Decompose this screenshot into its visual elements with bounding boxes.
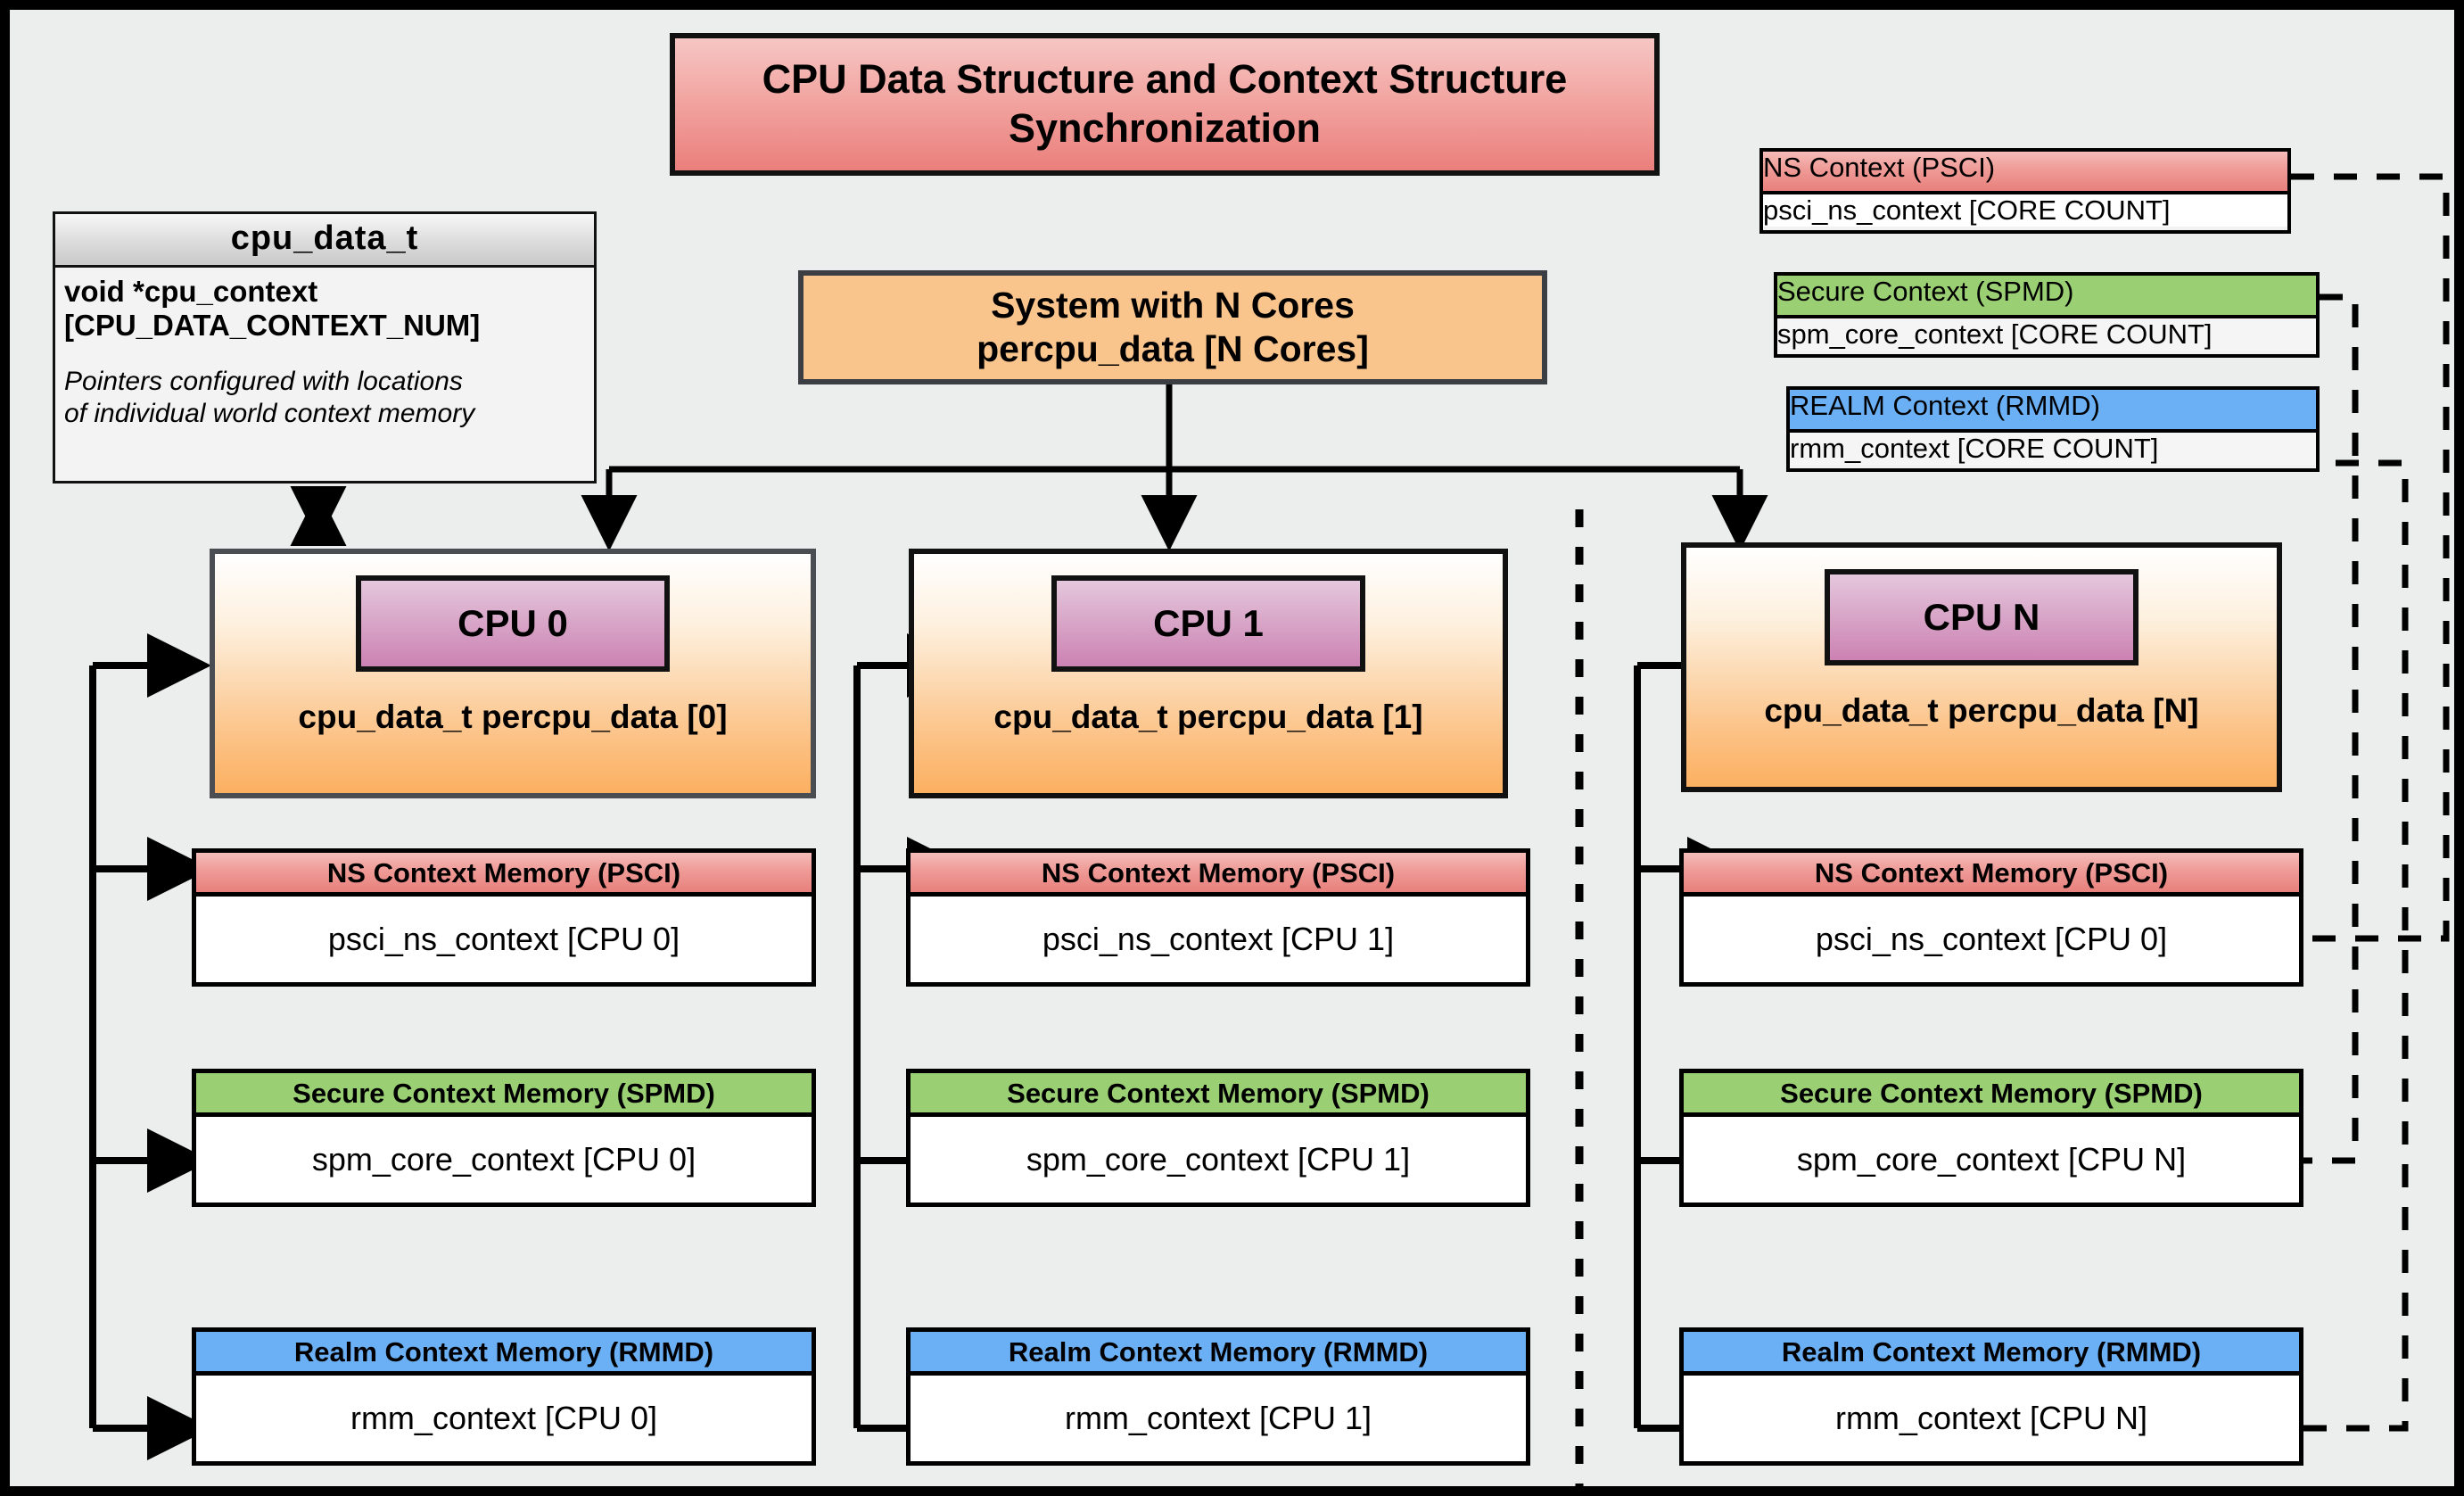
cpu-percpu-label-n: cpu_data_t percpu_data [N] (1764, 692, 2199, 729)
cpu-card-0: CPU 0 cpu_data_t percpu_data [0] (210, 549, 816, 798)
cpu-card-n: CPU N cpu_data_t percpu_data [N] (1681, 542, 2282, 792)
system-n-cores-box: System with N Cores percpu_data [N Cores… (798, 270, 1547, 384)
global-context-header-realm: REALM Context (RMMD) (1790, 390, 2316, 433)
global-context-card-realm: REALM Context (RMMD) rmm_context [CORE C… (1786, 386, 2320, 472)
system-to-cpus-bus (581, 384, 1768, 551)
context-card-cpu1-ns: NS Context Memory (PSCI) psci_ns_context… (906, 848, 1530, 987)
global-context-value-ns: psci_ns_context [CORE COUNT] (1763, 194, 2287, 227)
context-card-cpu0-ns: NS Context Memory (PSCI) psci_ns_context… (192, 848, 816, 987)
context-card-cpuN-ns: NS Context Memory (PSCI) psci_ns_context… (1679, 848, 2303, 987)
global-realm-to-cpuN-realm-link (2293, 459, 2409, 1432)
context-value-cpu0-secure: spm_core_context [CPU 0] (311, 1141, 696, 1178)
context-value-cpuN-ns: psci_ns_context [CPU 0] (1815, 921, 2168, 957)
context-header-cpuN-realm: Realm Context Memory (RMMD) (1684, 1332, 2299, 1376)
cpu-chip-1: CPU 1 (1051, 575, 1365, 672)
cpu-card-1: CPU 1 cpu_data_t percpu_data [1] (909, 549, 1508, 798)
struct-note-line-2: of individual world context memory (64, 398, 475, 428)
global-context-card-ns: NS Context (PSCI) psci_ns_context [CORE … (1759, 148, 2291, 234)
global-context-header-secure: Secure Context (SPMD) (1777, 276, 2316, 318)
context-header-cpuN-secure: Secure Context Memory (SPMD) (1684, 1073, 2299, 1117)
context-card-cpuN-secure: Secure Context Memory (SPMD) spm_core_co… (1679, 1069, 2303, 1207)
system-box-line-1: System with N Cores (991, 284, 1355, 326)
global-context-value-secure: spm_core_context [CORE COUNT] (1777, 318, 2316, 351)
context-value-cpu0-realm: rmm_context [CPU 0] (350, 1400, 658, 1436)
cpu0-pointer-bus (89, 633, 211, 1460)
context-card-cpu1-secure: Secure Context Memory (SPMD) spm_core_co… (906, 1069, 1530, 1207)
context-value-cpuN-realm: rmm_context [CPU N] (1834, 1400, 2148, 1436)
context-header-cpu0-realm: Realm Context Memory (RMMD) (196, 1332, 812, 1376)
context-header-cpu0-ns: NS Context Memory (PSCI) (196, 853, 812, 897)
context-header-cpu1-secure: Secure Context Memory (SPMD) (911, 1073, 1526, 1117)
global-context-value-realm: rmm_context [CORE COUNT] (1790, 433, 2316, 465)
system-box-line-2: percpu_data [N Cores] (977, 328, 1369, 369)
context-value-cpu1-realm: rmm_context [CPU 1] (1064, 1400, 1372, 1436)
cpu-percpu-label-1: cpu_data_t percpu_data [1] (993, 698, 1423, 735)
context-value-cpuN-secure: spm_core_context [CPU N] (1796, 1141, 2187, 1178)
context-card-cpuN-realm: Realm Context Memory (RMMD) rmm_context … (1679, 1327, 2303, 1466)
context-value-cpu1-ns: psci_ns_context [CPU 1] (1042, 921, 1395, 957)
cpu-percpu-label-0: cpu_data_t percpu_data [0] (298, 698, 728, 735)
context-header-cpu1-ns: NS Context Memory (PSCI) (911, 853, 1526, 897)
cpu-chip-0: CPU 0 (356, 575, 670, 672)
page-title: CPU Data Structure and Context Structure… (670, 33, 1660, 176)
cpu-chip-n: CPU N (1825, 569, 2138, 665)
cpu-data-t-struct-card: cpu_data_t void *cpu_context [CPU_DATA_C… (53, 211, 597, 484)
context-header-cpu1-realm: Realm Context Memory (RMMD) (911, 1332, 1526, 1376)
global-context-header-ns: NS Context (PSCI) (1763, 152, 2287, 194)
struct-field-line-2: [CPU_DATA_CONTEXT_NUM] (64, 308, 481, 342)
context-value-cpu1-secure: spm_core_context [CPU 1] (1026, 1141, 1411, 1178)
context-card-cpu0-secure: Secure Context Memory (SPMD) spm_core_co… (192, 1069, 816, 1207)
context-header-cpuN-ns: NS Context Memory (PSCI) (1684, 853, 2299, 897)
context-header-cpu0-secure: Secure Context Memory (SPMD) (196, 1073, 812, 1117)
context-card-cpu0-realm: Realm Context Memory (RMMD) rmm_context … (192, 1327, 816, 1466)
struct-note-line-1: Pointers configured with locations (64, 366, 463, 396)
struct-field-line-1: void *cpu_context (64, 275, 318, 308)
global-context-card-secure: Secure Context (SPMD) spm_core_context [… (1774, 272, 2320, 358)
context-value-cpu0-ns: psci_ns_context [CPU 0] (327, 921, 680, 957)
struct-card-title: cpu_data_t (55, 214, 594, 268)
context-card-cpu1-realm: Realm Context Memory (RMMD) rmm_context … (906, 1327, 1530, 1466)
